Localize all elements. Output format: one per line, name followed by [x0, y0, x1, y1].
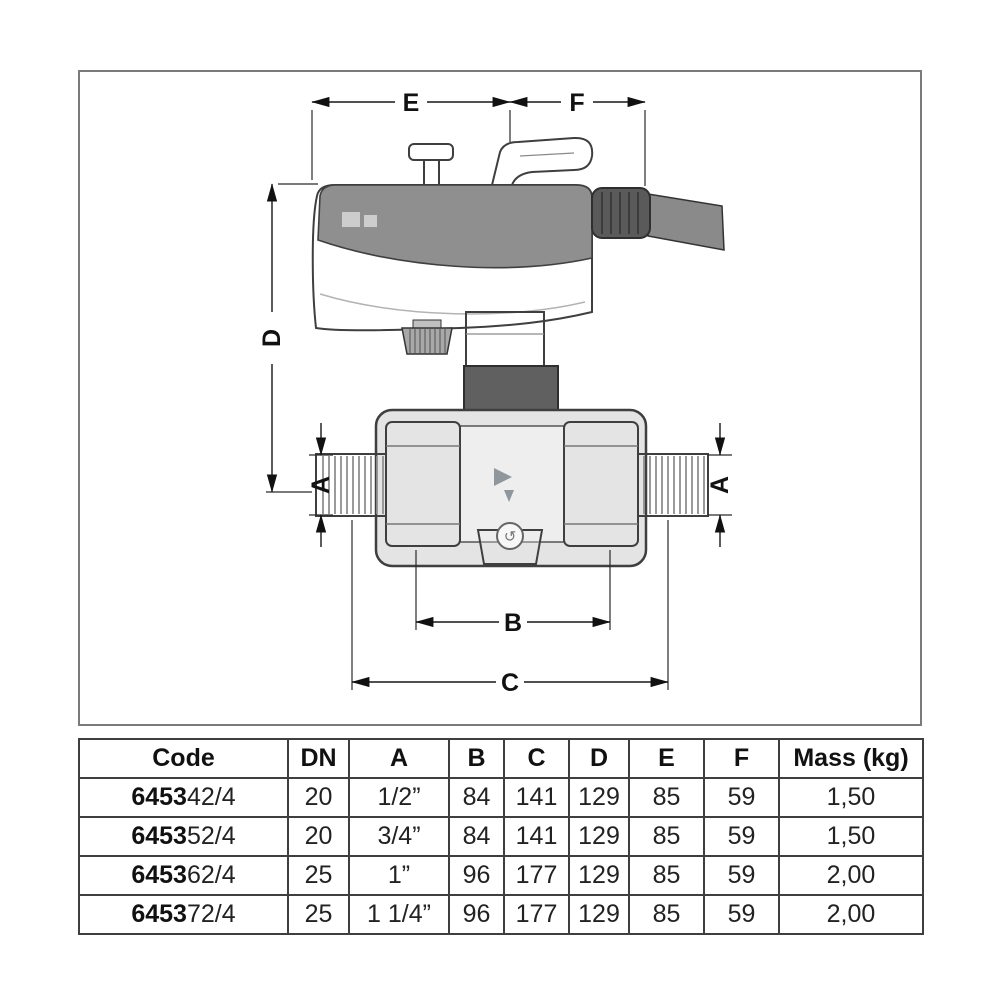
dimension-b: B	[415, 550, 611, 637]
cell-mass: 1,50	[778, 777, 924, 818]
cell-f: 59	[703, 816, 780, 857]
cell-dn: 20	[287, 816, 350, 857]
cell-dn: 25	[287, 855, 350, 896]
cell-c: 177	[503, 894, 570, 935]
tailpiece-left	[315, 453, 387, 517]
code-suffix: 42/4	[186, 783, 236, 811]
cell-mass: 1,50	[778, 816, 924, 857]
cover-highlight	[364, 215, 377, 227]
dim-label-d: D	[258, 329, 286, 347]
cell-code: 645352/4	[78, 816, 289, 857]
cell-d: 129	[568, 894, 630, 935]
manual-knob	[408, 143, 454, 188]
cell-f: 59	[703, 894, 780, 935]
dimension-a-left: A	[307, 423, 335, 547]
actuator-body	[311, 184, 593, 332]
code-suffix: 72/4	[186, 900, 236, 928]
cell-c: 141	[503, 816, 570, 857]
cover-highlight	[342, 212, 360, 227]
actuator-group	[311, 136, 725, 425]
header-c: C	[503, 738, 570, 779]
dimension-annotations: E F D A	[258, 88, 734, 697]
cell-mass: 2,00	[778, 894, 924, 935]
table-row: 645352/4 20 3/4” 84 141 129 85 59 1,50	[78, 816, 924, 857]
table-header-row: Code DN A B C D E F Mass (kg)	[78, 738, 924, 779]
dimension-e-f: E F	[311, 88, 646, 186]
cell-c: 177	[503, 855, 570, 896]
cell-mass: 2,00	[778, 855, 924, 896]
header-mass: Mass (kg)	[778, 738, 924, 779]
code-prefix: 6453	[131, 861, 187, 889]
brand-logo-icon: ↺	[496, 522, 524, 550]
cable-gland	[591, 187, 651, 239]
dim-label-a-right: A	[706, 476, 734, 494]
header-e: E	[628, 738, 705, 779]
cell-code: 645362/4	[78, 855, 289, 896]
dim-label-c: C	[501, 669, 519, 697]
table-row: 645342/4 20 1/2” 84 141 129 85 59 1,50	[78, 777, 924, 818]
cell-b: 96	[448, 855, 505, 896]
cell-dn: 20	[287, 777, 350, 818]
code-suffix: 62/4	[186, 861, 236, 889]
code-prefix: 6453	[131, 900, 187, 928]
cell-a: 1/2”	[348, 777, 450, 818]
cell-e: 85	[628, 894, 705, 935]
cell-dn: 25	[287, 894, 350, 935]
code-suffix: 52/4	[186, 822, 236, 850]
cell-f: 59	[703, 855, 780, 896]
dimensional-drawing: ↺ E F D	[78, 70, 922, 726]
table-row: 645362/4 25 1” 96 177 129 85 59 2,00	[78, 855, 924, 896]
valve-body-group: ↺	[315, 408, 709, 568]
header-b: B	[448, 738, 505, 779]
header-d: D	[568, 738, 630, 779]
tailpiece-right	[637, 453, 709, 517]
code-prefix: 6453	[131, 783, 187, 811]
power-cable	[647, 193, 725, 251]
code-prefix: 6453	[131, 822, 187, 850]
valve-drawing-svg: ↺ E F D	[258, 88, 734, 697]
dim-label-e: E	[403, 89, 420, 117]
cell-f: 59	[703, 777, 780, 818]
cell-b: 84	[448, 816, 505, 857]
lever-handle	[490, 136, 594, 186]
dim-label-b: B	[504, 609, 522, 637]
table-row: 645372/4 25 1 1/4” 96 177 129 85 59 2,00	[78, 894, 924, 935]
dim-label-a-left: A	[307, 476, 335, 494]
cell-a: 3/4”	[348, 816, 450, 857]
cell-e: 85	[628, 816, 705, 857]
dimension-a-right: A	[706, 423, 734, 547]
cell-a: 1”	[348, 855, 450, 896]
stem-yoke	[465, 311, 545, 367]
flow-arrow-icon	[494, 468, 514, 502]
dimension-c: C	[351, 520, 669, 697]
dim-label-f: F	[569, 89, 584, 117]
cell-code: 645342/4	[78, 777, 289, 818]
cell-b: 96	[448, 894, 505, 935]
cell-d: 129	[568, 855, 630, 896]
cell-c: 141	[503, 777, 570, 818]
cell-e: 85	[628, 855, 705, 896]
cell-e: 85	[628, 777, 705, 818]
spec-table: Code DN A B C D E F Mass (kg) 645342/4 2…	[78, 738, 924, 935]
header-dn: DN	[287, 738, 350, 779]
header-a: A	[348, 738, 450, 779]
dimension-d: D	[258, 183, 318, 493]
cell-code: 645372/4	[78, 894, 289, 935]
cell-d: 129	[568, 777, 630, 818]
cell-a: 1 1/4”	[348, 894, 450, 935]
header-code: Code	[78, 738, 289, 779]
svg-text:↺: ↺	[504, 529, 517, 546]
header-f: F	[703, 738, 780, 779]
ribbed-adjuster-knob	[401, 319, 453, 355]
cell-d: 129	[568, 816, 630, 857]
cell-b: 84	[448, 777, 505, 818]
